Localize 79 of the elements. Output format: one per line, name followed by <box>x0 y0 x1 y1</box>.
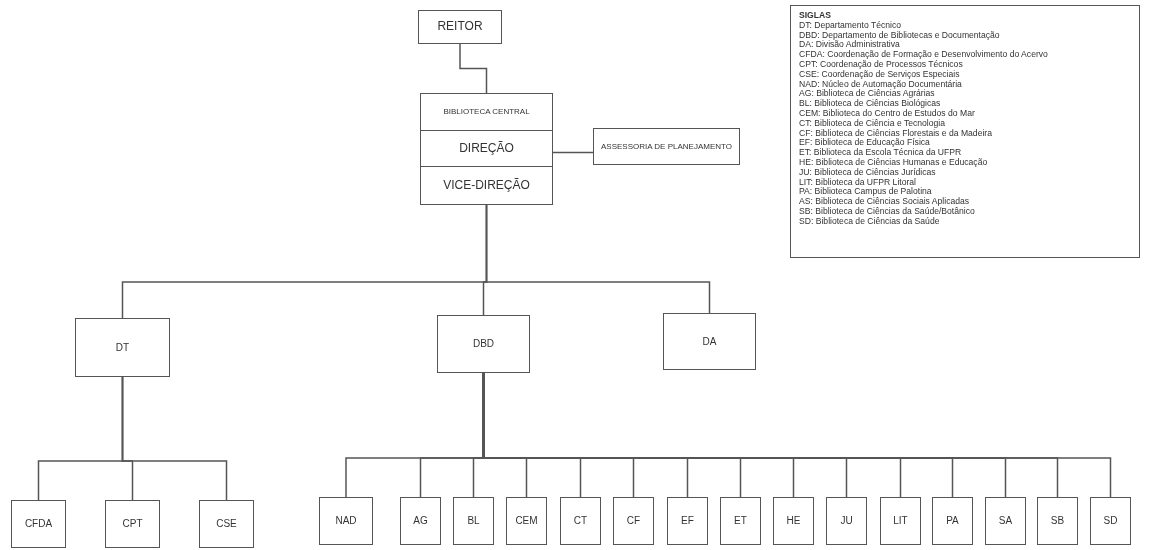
box-label: ET <box>734 515 747 527</box>
abbreviation-entry: CPT: Coordenação de Processos Técnicos <box>799 60 963 70</box>
box-label: CFDA <box>24 518 53 530</box>
org-box <box>420 166 553 205</box>
org-box <box>880 497 921 545</box>
box-label: NAD <box>335 515 357 527</box>
org-box <box>773 497 814 545</box>
box-label: DT <box>115 341 130 354</box>
box-label: CPT <box>122 518 143 530</box>
box-label: REITOR <box>437 20 483 34</box>
abbreviation-entry: CF: Biblioteca de Ciências Florestais e da Madeira <box>799 128 992 138</box>
abbreviation-entry: AG: Biblioteca de Ciências Agrárias <box>799 89 935 100</box>
abbreviation-entry: CSE: Coordenação de Serviços Especiais <box>799 69 960 80</box>
org-box <box>560 497 601 545</box>
box-label: HE <box>786 515 801 527</box>
org-box <box>75 318 170 377</box>
abbreviation-entry: DA: Divisão Administrativa <box>799 40 900 50</box>
box-label: BL <box>467 515 480 527</box>
abbreviation-entry: CT: Biblioteca de Ciência e Tecnologia <box>799 118 946 129</box>
org-box <box>319 497 373 545</box>
org-box <box>667 497 708 545</box>
org-box <box>418 10 502 44</box>
box-label: BIBLIOTECA CENTRAL <box>443 107 530 117</box>
abbreviation-entry: AS: Biblioteca de Ciências Sociais Aplicadas <box>799 197 970 207</box>
abbreviation-entry: LIT: Biblioteca da UFPR Litoral <box>799 177 917 187</box>
legend-heading: SIGLAS <box>799 11 831 21</box>
abbreviation-entry: SD: Biblioteca de Ciências da Saúde <box>799 216 940 227</box>
abbreviation-entry: PA: Biblioteca Campus de Palotina <box>799 187 932 198</box>
abbreviation-entry: NAD: Núcleo de Automação Documentária <box>799 79 962 90</box>
box-label: SB <box>1050 515 1065 527</box>
connector-line <box>485 204 711 314</box>
box-label: LIT <box>893 515 908 527</box>
connector-line <box>552 151 594 154</box>
abbreviation-entry: DT: Departamento Técnico <box>799 20 902 31</box>
org-box <box>826 497 867 545</box>
org-box <box>985 497 1026 545</box>
abbreviation-entry: CFDA: Coordenação de Formação e Desenvolvimento do Acervo <box>799 50 1048 60</box>
org-box <box>932 497 973 545</box>
box-label: JU <box>840 515 853 527</box>
box-label: CSE <box>216 518 237 530</box>
org-box <box>400 497 441 545</box>
box-label: SA <box>998 515 1013 527</box>
connector-line <box>459 43 488 94</box>
org-box <box>613 497 654 545</box>
org-box <box>593 128 740 165</box>
box-label: AG <box>413 515 428 527</box>
org-box <box>11 500 66 548</box>
org-box <box>453 497 494 545</box>
abbreviations-box <box>790 5 1140 258</box>
org-box <box>663 313 756 370</box>
org-box <box>506 497 547 545</box>
box-label: PA <box>946 515 959 527</box>
box-label: EF <box>681 515 694 527</box>
abbreviation-entry: DBD: Departamento de Bibliotecas e Documentação <box>799 30 1000 41</box>
abbreviation-entry: EF: Biblioteca de Educação Física <box>799 138 930 149</box>
org-box <box>720 497 761 545</box>
box-label: VICE-DIREÇÃO <box>443 178 530 193</box>
abbreviation-entry: BL: Biblioteca de Ciências Biológicas <box>799 99 941 109</box>
box-label: DBD <box>472 338 495 350</box>
abbreviation-entry: JU: Biblioteca de Ciências Jurídicas <box>799 167 936 178</box>
org-box <box>437 315 530 373</box>
abbreviation-entry: HE: Biblioteca de Ciências Humanas e Educação <box>799 157 988 168</box>
org-box <box>105 500 160 548</box>
org-box <box>199 500 254 548</box>
box-label: SD <box>1103 515 1118 527</box>
box-label: CEM <box>515 515 538 527</box>
abbreviation-entry: ET: Biblioteca da Escola Técnica da UFPR <box>799 148 962 158</box>
box-label: CF <box>626 515 641 527</box>
org-box <box>420 93 553 131</box>
box-label: DIREÇÃO <box>459 141 514 156</box>
org-box <box>1037 497 1078 545</box>
abbreviation-entry: SB: Biblioteca de Ciências da Saúde/Botânico <box>799 206 975 217</box>
box-label: CT <box>573 515 588 527</box>
box-label: ASSESSORIA DE PLANEJAMENTO <box>601 141 732 152</box>
box-label: DA <box>702 335 717 348</box>
connector-line <box>121 376 228 501</box>
org-box <box>1090 497 1131 545</box>
org-box <box>420 130 553 167</box>
abbreviation-entry: CEM: Biblioteca do Centro de Estudos do Mar <box>799 108 975 119</box>
